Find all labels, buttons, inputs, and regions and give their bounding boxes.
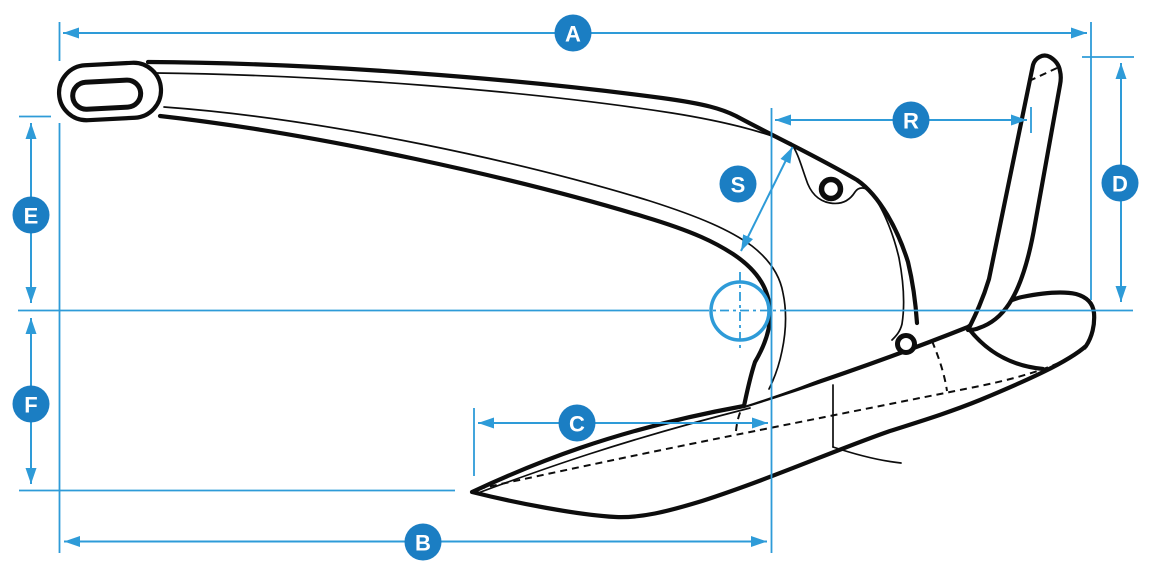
dim-badge-d-circle [1101,164,1139,202]
dim-badge-c-circle [558,404,596,442]
dim-badge-d: D [1101,164,1139,202]
dim-label-f: F [24,393,37,418]
shank-bottom-edge [157,113,773,409]
shackle-slot [70,77,144,112]
dim-badge-e-circle [12,196,50,234]
dim-label-b: B [415,531,431,556]
dim-badge-r-circle [892,101,930,139]
anchor-fluke [469,290,1097,520]
shank-inner-top-line [155,72,905,341]
anchor-tail-bar [965,53,1063,333]
fluke-centerline-dashed [477,347,1087,490]
shank-inner-bottom-line [163,106,787,390]
dim-badge-r: R [892,101,930,139]
tail-bar-tip-dashed [1028,67,1058,82]
dim-badge-e: E [12,196,50,234]
dim-badge-s: S [719,165,757,203]
hidden-edge-heel [931,340,948,392]
pivot-circle [709,280,771,342]
dim-label-s: S [731,173,746,198]
shank-hole [818,176,844,202]
dim-label-e: E [24,204,39,229]
dim-badge-f: F [12,385,50,423]
dim-badge-b: B [404,523,442,561]
dim-line-s [740,146,794,252]
dim-label-r: R [903,109,919,134]
dim-label-c: C [569,412,585,437]
anchor-drawing [56,53,1097,520]
dim-badge-f-circle [12,385,50,423]
dim-badge-b-circle [404,523,442,561]
heel-hole [895,333,917,355]
dim-badge-s-circle [719,165,757,203]
dim-label-d: D [1112,172,1128,197]
dim-badge-c: C [558,404,596,442]
dim-badge-a: A [554,14,592,52]
dim-label-a: A [565,22,581,47]
heel-front-edge [966,326,1046,372]
shackle-end [56,60,164,123]
fluke-crease-line [832,446,902,464]
anchor-shank-fill [148,62,917,406]
dimension-layer: A B C D E F R S [12,14,1139,561]
shank-top-edge [145,59,920,326]
dim-badge-a-circle [554,14,592,52]
